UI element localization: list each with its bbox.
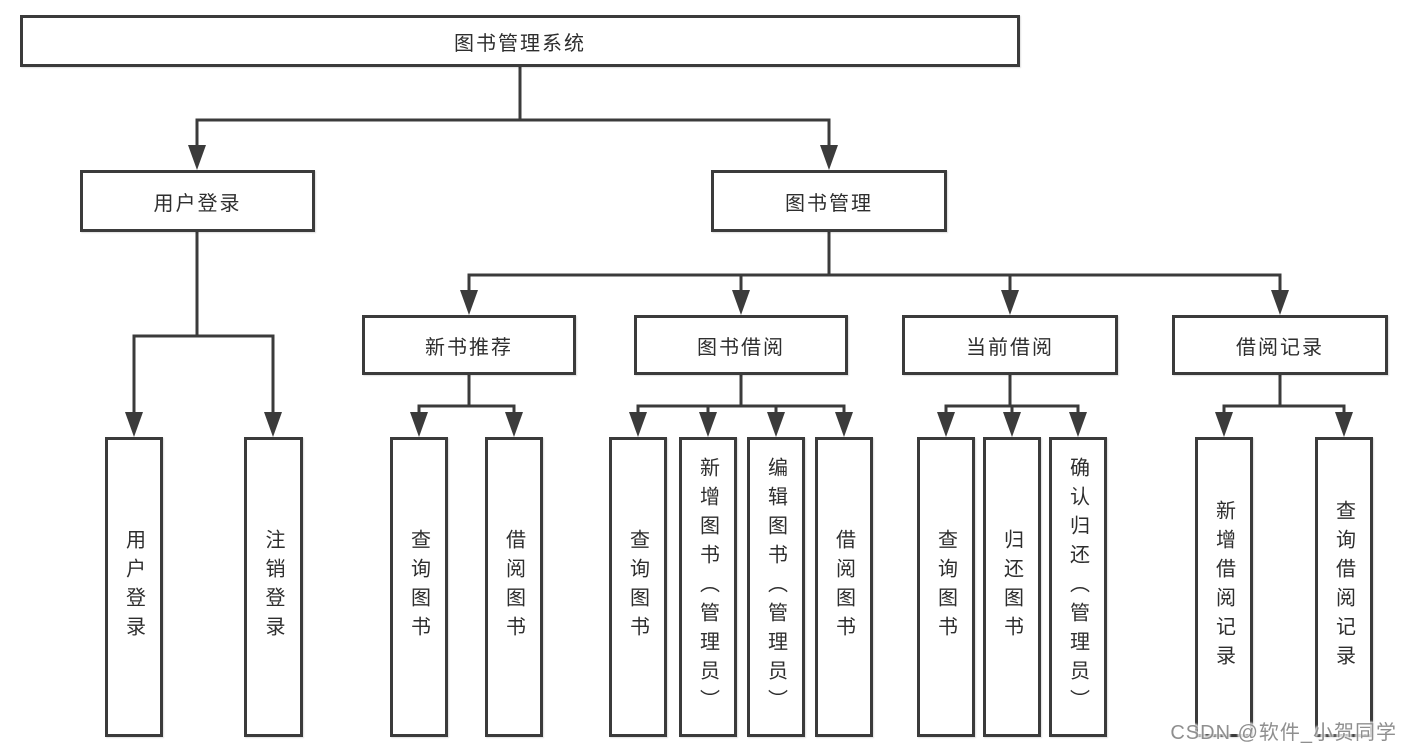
- node-leaf-confirm-return-admin: 确认归还（管理员）: [1049, 437, 1107, 737]
- node-borrowing-records: 借阅记录: [1172, 315, 1388, 375]
- watermark: CSDN @软件_小贺同学: [1170, 722, 1397, 744]
- node-leaf-query-borrow-record: 查询借阅记录: [1315, 437, 1373, 737]
- node-leaf-borrow-books: 借阅图书: [815, 437, 873, 737]
- node-leaf-return-books: 归还图书: [983, 437, 1041, 737]
- node-leaf-user-login: 用户登录: [105, 437, 163, 737]
- arrowheads: [125, 145, 1353, 437]
- node-book-borrowing: 图书借阅: [634, 315, 848, 375]
- node-leaf-edit-books-admin: 编辑图书（管理员）: [747, 437, 805, 737]
- node-root-library-system: 图书管理系统: [20, 15, 1020, 67]
- node-leaf-query-books-current: 查询图书: [917, 437, 975, 737]
- node-new-book-recommendation: 新书推荐: [362, 315, 576, 375]
- node-current-borrowing: 当前借阅: [902, 315, 1118, 375]
- node-book-management-branch: 图书管理: [711, 170, 947, 232]
- node-leaf-add-books-admin: 新增图书（管理员）: [679, 437, 737, 737]
- node-leaf-borrow-books-rec: 借阅图书: [485, 437, 543, 737]
- node-leaf-add-borrow-record: 新增借阅记录: [1195, 437, 1253, 737]
- node-leaf-query-books-rec: 查询图书: [390, 437, 448, 737]
- node-user-login-branch: 用户登录: [80, 170, 315, 232]
- node-leaf-query-books-borrow: 查询图书: [609, 437, 667, 737]
- node-leaf-logout: 注销登录: [244, 437, 303, 737]
